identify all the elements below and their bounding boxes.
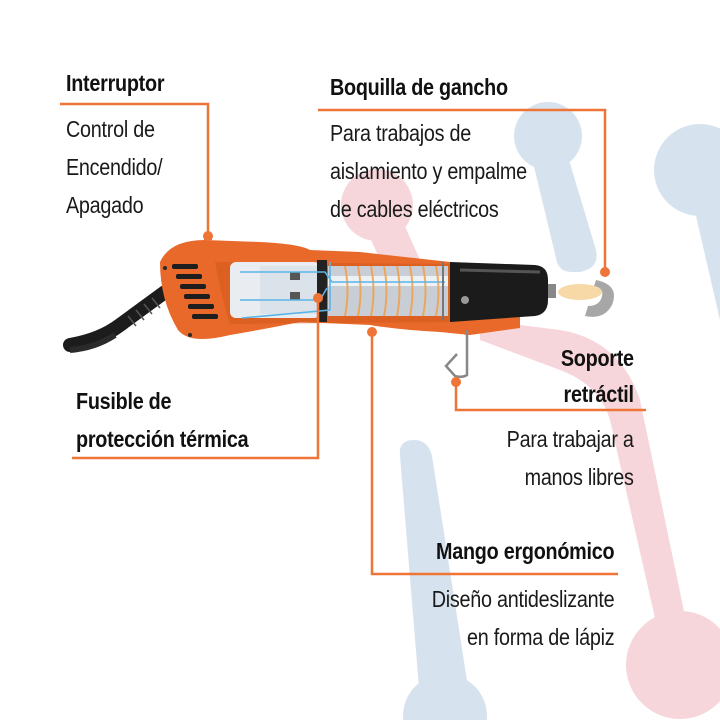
callout-desc-line: Control de: [66, 116, 155, 142]
callout-mango: Mango ergonómico: [407, 538, 615, 565]
callout-interruptor-desc: Control de Encendido/ Apagado: [66, 110, 178, 224]
callout-desc-line: aislamiento y empalme: [330, 158, 527, 184]
callout-title: Mango ergonómico: [435, 538, 615, 564]
callout-desc-line: Para trabajos de: [330, 120, 472, 146]
callout-desc-line: Encendido/: [66, 154, 163, 180]
callout-fusible: Fusible de protección térmica: [76, 382, 276, 458]
callout-desc-line: Diseño antideslizante: [431, 586, 614, 612]
callout-boquilla-desc: Para trabajos de aislamiento y empalme d…: [330, 114, 559, 228]
callout-title: Interruptor: [66, 70, 165, 96]
callout-desc-line: manos libres: [524, 464, 634, 490]
callout-desc-line: Apagado: [66, 192, 144, 218]
callout-interruptor: Interruptor: [66, 70, 180, 97]
callout-title: Boquilla de gancho: [330, 74, 508, 100]
callout-title-line: retráctil: [563, 381, 635, 407]
callout-title-line: Soporte: [561, 345, 634, 371]
callout-desc-line: en forma de lápiz: [466, 624, 615, 650]
callout-mango-desc: Diseño antideslizante en forma de lápiz: [402, 580, 614, 656]
callout-boquilla: Boquilla de gancho: [330, 74, 537, 101]
callout-title-line: Fusible de: [76, 388, 172, 414]
callout-soporte: Soporte retráctil: [549, 340, 634, 412]
callout-desc-line: de cables eléctricos: [330, 196, 499, 222]
callout-desc-line: Para trabajar a: [507, 426, 634, 452]
callout-title-line: protección térmica: [76, 426, 249, 452]
callout-soporte-desc: Para trabajar a manos libres: [486, 420, 634, 496]
